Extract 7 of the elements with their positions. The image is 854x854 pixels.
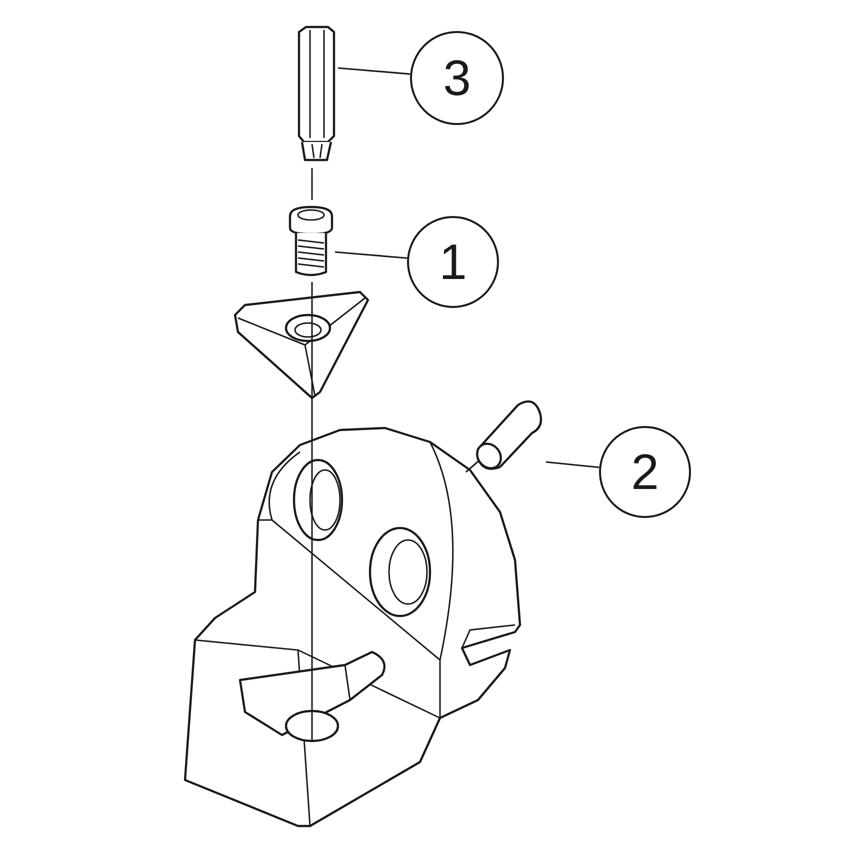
screw-drawing [287,204,335,278]
callout-number: 2 [599,426,691,518]
leader-line [338,67,410,75]
callout-number: 3 [410,31,504,125]
callout-number: 1 [407,216,499,308]
leader-line [546,461,600,468]
leader-line [334,251,408,259]
